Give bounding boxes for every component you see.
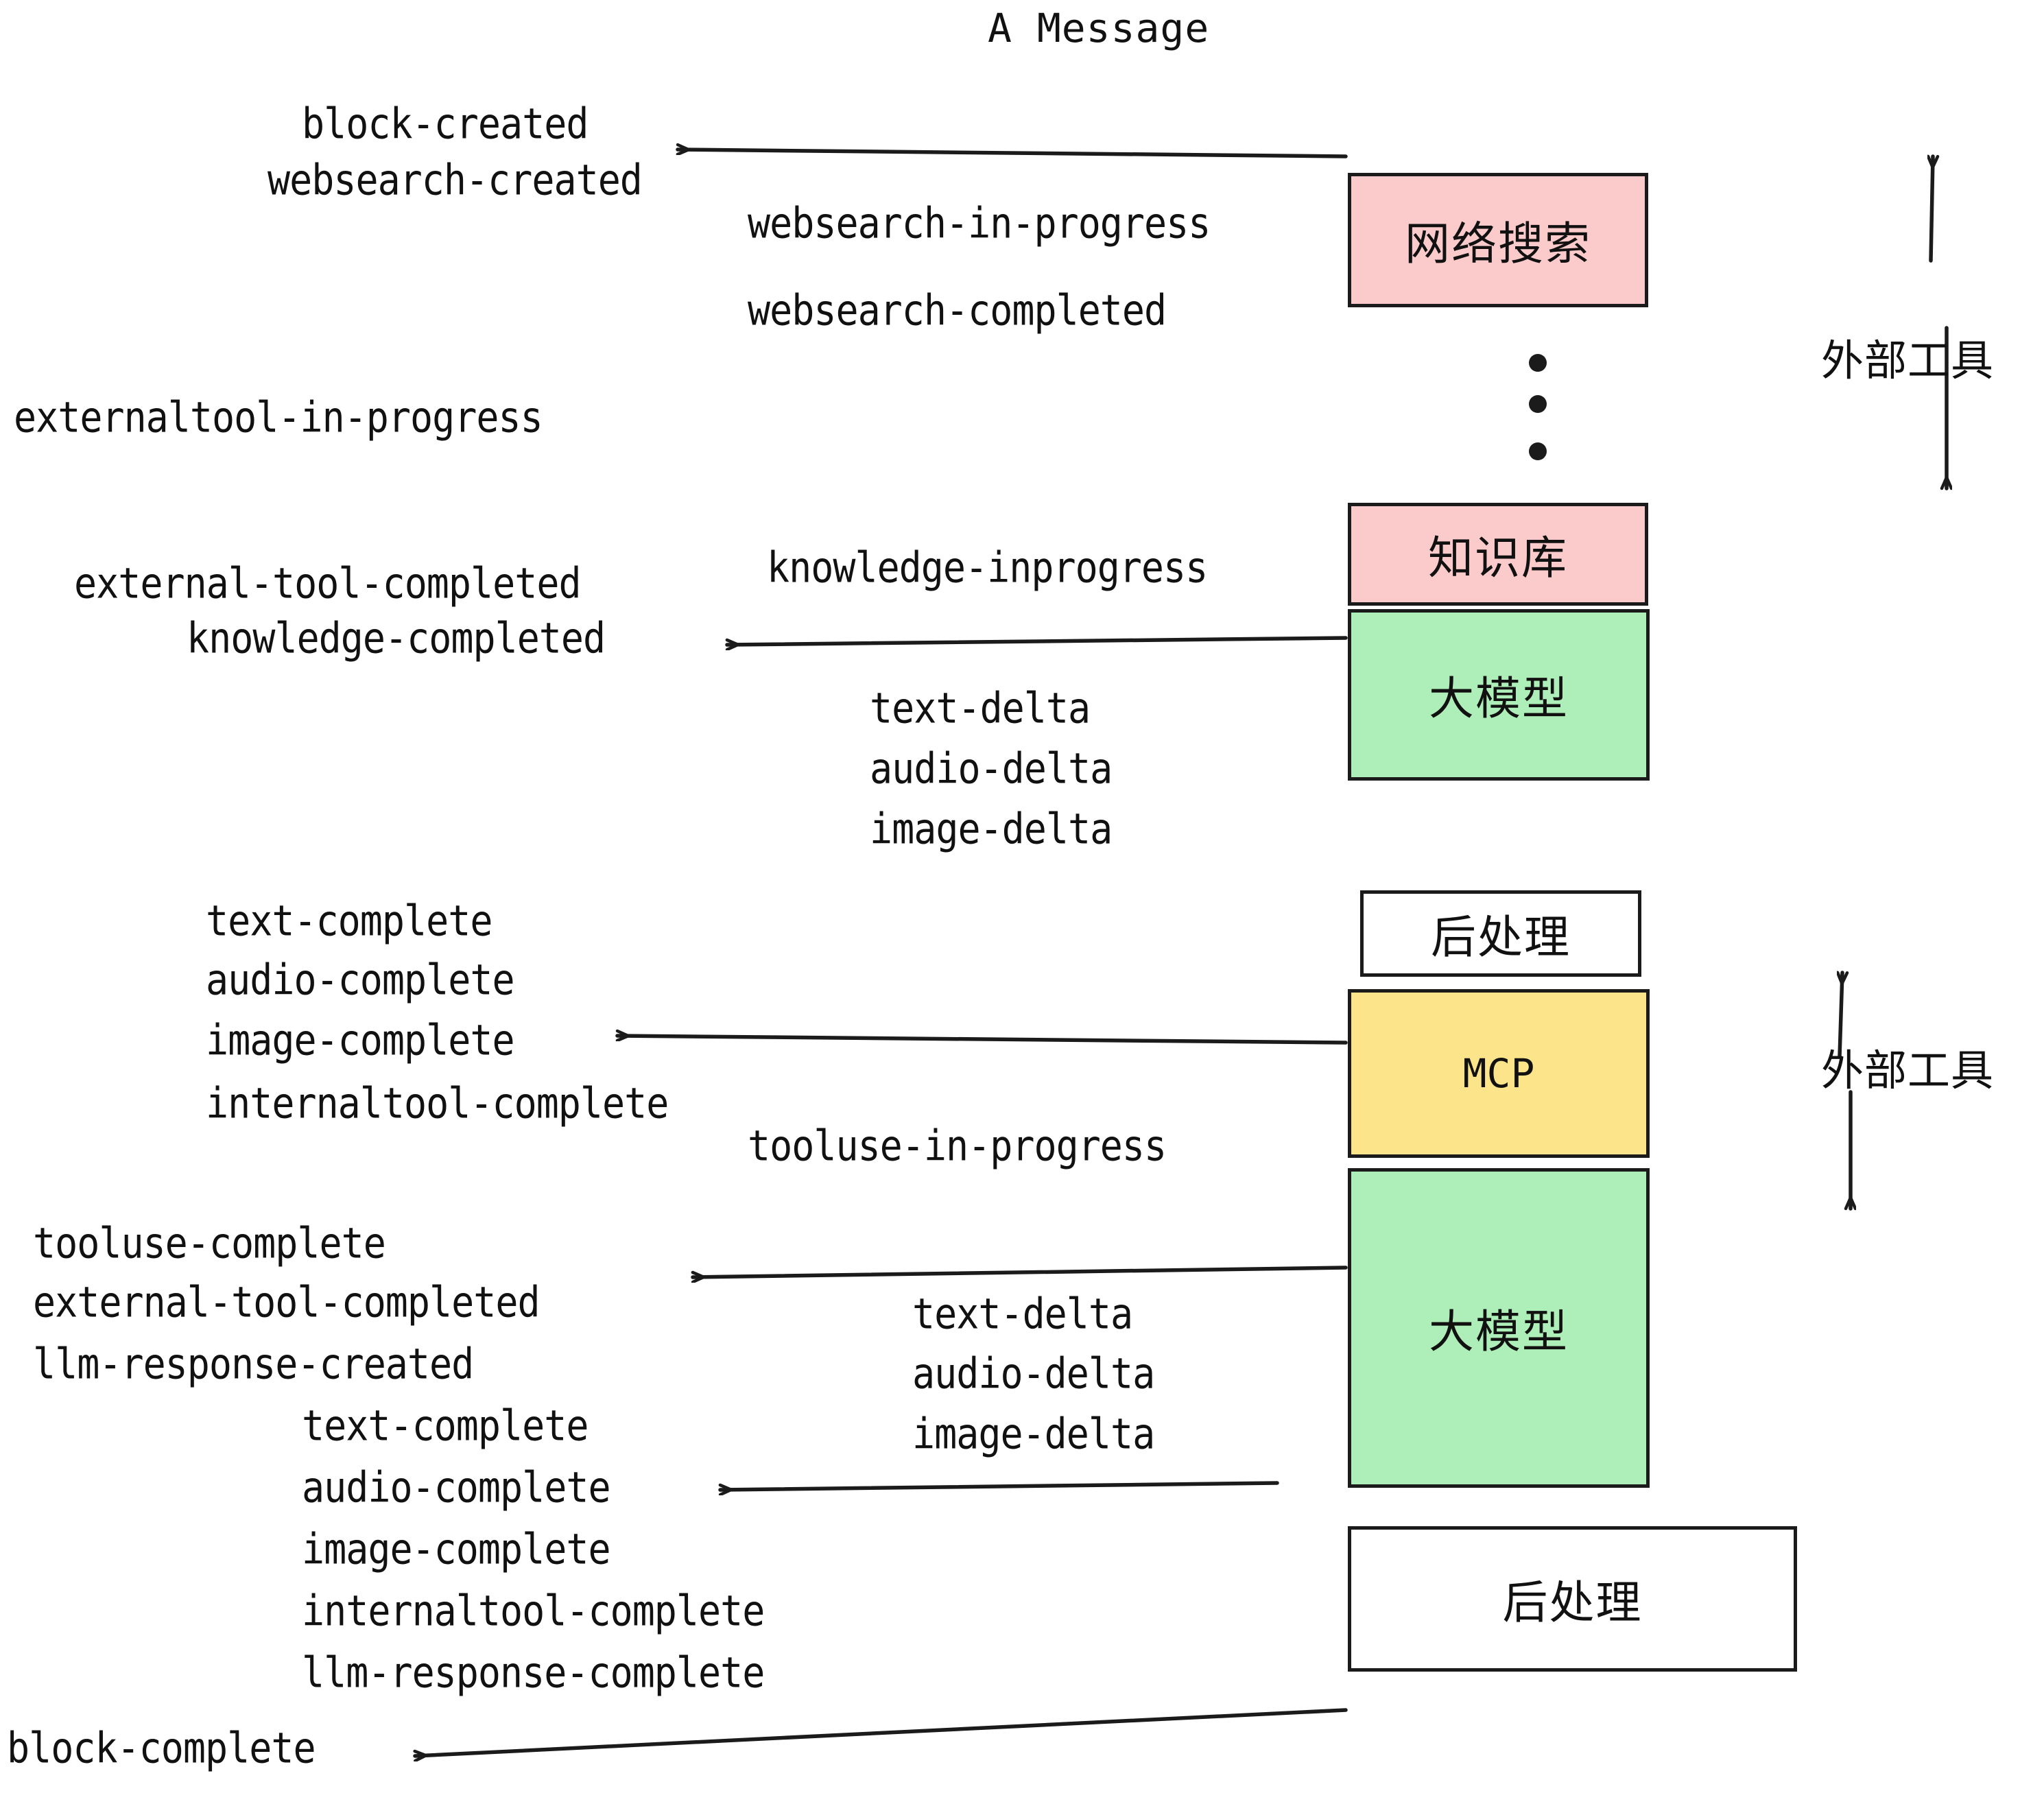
event-label-internaltool-complete-2: internaltool-complete: [302, 1586, 765, 1636]
event-label-websearch-created: websearch-created: [268, 155, 643, 205]
arrow-mcp-to-tooluse: [691, 1266, 1348, 1277]
event-label-image-delta-1: image-delta: [870, 804, 1113, 854]
event-label-audio-delta-1: audio-delta: [870, 744, 1113, 794]
event-label-llm-response-created: llm-response-created: [33, 1339, 474, 1389]
event-label-external-tool-completed-1: external-tool-completed: [74, 558, 582, 608]
event-label-text-delta-1: text-delta: [870, 683, 1091, 733]
event-label-text-complete-1: text-complete: [206, 896, 492, 946]
event-label-knowledge-inprogress: knowledge-inprogress: [767, 543, 1208, 593]
box-llm-1: 大模型: [1348, 609, 1650, 781]
box-knowledgebase: 知识库: [1348, 503, 1648, 606]
event-label-block-created: block-created: [302, 99, 589, 149]
box-label: 网络搜索: [1405, 217, 1591, 270]
box-postprocess-2: 后处理: [1348, 1526, 1797, 1672]
ellipsis-dot-1: [1529, 354, 1547, 372]
event-label-text-complete-2: text-complete: [302, 1401, 589, 1451]
event-label-tooluse-complete: tooluse-complete: [33, 1218, 386, 1268]
side-label-external-tools-bottom: 外部工具: [1821, 1045, 1995, 1095]
event-label-text-delta-2: text-delta: [912, 1289, 1133, 1339]
event-label-image-delta-2: image-delta: [912, 1409, 1155, 1459]
event-label-llm-response-complete: llm-response-complete: [302, 1648, 765, 1698]
event-label-external-tool-completed-2: external-tool-completed: [33, 1277, 540, 1327]
box-label: MCP: [1462, 1050, 1535, 1097]
box-label: 大模型: [1429, 1305, 1569, 1358]
event-label-image-complete-2: image-complete: [302, 1524, 611, 1574]
event-label-websearch-in-progress: websearch-in-progress: [748, 198, 1211, 248]
event-label-audio-delta-2: audio-delta: [912, 1349, 1155, 1399]
box-label: 后处理: [1502, 1576, 1643, 1629]
box-label: 知识库: [1428, 532, 1568, 584]
event-label-tooluse-in-progress: tooluse-in-progress: [748, 1121, 1167, 1171]
event-label-websearch-completed: websearch-completed: [748, 285, 1167, 335]
event-label-externaltool-in-progress: externaltool-in-progress: [14, 392, 543, 442]
page-title: A Message: [988, 5, 1210, 51]
event-label-internaltool-complete-1: internaltool-complete: [206, 1078, 669, 1128]
arrow-knowledge-to-left: [725, 636, 1348, 645]
arrow-post2-to-block: [413, 1708, 1348, 1756]
event-label-audio-complete-1: audio-complete: [206, 955, 515, 1005]
box-label: 大模型: [1429, 672, 1569, 725]
arrow-websearch-to-block: [676, 150, 1348, 158]
arrow-external-up-top: [1931, 154, 1933, 263]
event-label-knowledge-completed: knowledge-completed: [187, 613, 606, 663]
arrow-llm2-to-audio: [718, 1481, 1279, 1490]
box-llm-2: 大模型: [1348, 1168, 1650, 1488]
arrow-external-up-bottom: [1840, 971, 1842, 1058]
box-websearch: 网络搜索: [1348, 173, 1648, 307]
box-postprocess-1: 后处理: [1360, 890, 1641, 977]
event-label-block-complete: block-complete: [7, 1723, 316, 1773]
box-mcp: MCP: [1348, 989, 1650, 1158]
side-label-external-tools-top: 外部工具: [1821, 335, 1995, 385]
box-label: 后处理: [1431, 911, 1571, 964]
arrow-mcp-to-image: [615, 1036, 1348, 1045]
event-label-image-complete-1: image-complete: [206, 1015, 515, 1065]
ellipsis-dot-2: [1529, 395, 1547, 413]
ellipsis-dot-3: [1529, 442, 1547, 460]
event-label-audio-complete-2: audio-complete: [302, 1462, 611, 1512]
